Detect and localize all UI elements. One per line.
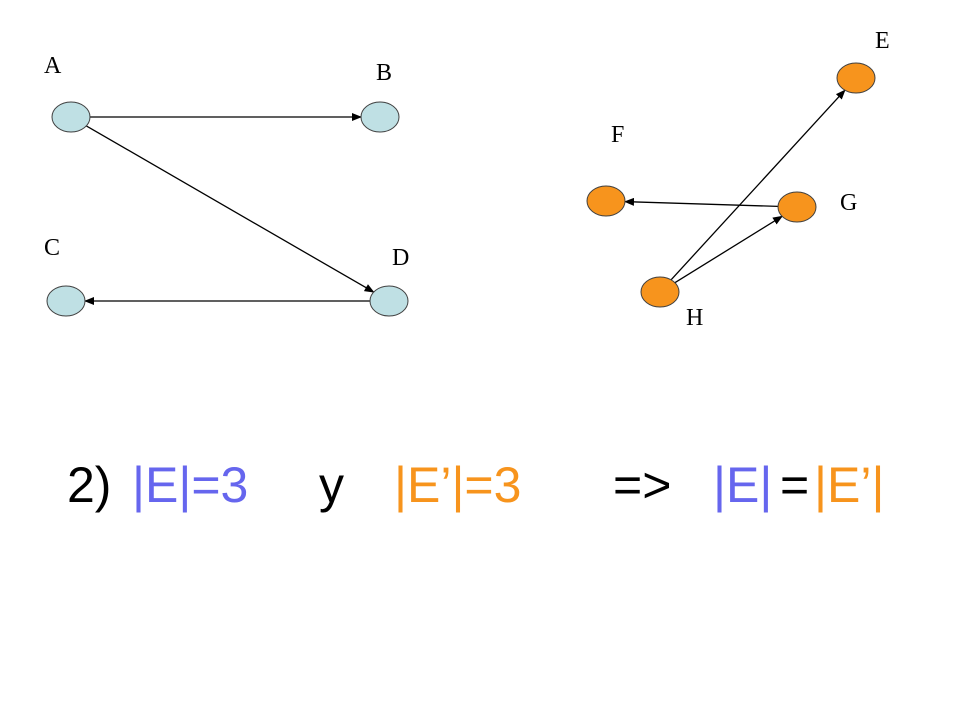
formula-equality-right: |E’| [814,457,885,513]
graph1-node-c [46,285,86,317]
formula-prefix: 2) [67,457,112,513]
graph2-node-f [586,185,626,217]
graph1-label-a: A [44,53,62,79]
graph2-node-g [777,191,817,223]
graph1-label-c: C [44,235,60,261]
formula-left-edge-count: |E|=3 [132,457,249,513]
formula-equality-operator: = [780,457,810,513]
formula: 2) |E|=3 y |E’|=3 => |E| = |E’| [0,445,960,525]
formula-equality-left: |E| [713,457,773,513]
edges-layer [84,89,846,305]
graph1-node-d [369,285,409,317]
graph2-label-h: H [686,305,703,331]
graph1-node-a [51,101,91,133]
graph1-label-b: B [376,60,392,86]
graph2-label-e: E [875,28,890,54]
nodes-layer [46,62,876,317]
graph2-label-f: F [611,122,624,148]
graph2-edge-h-e [670,89,846,281]
formula-implies: => [613,457,672,513]
graph2-edge-h-g [674,215,783,284]
labels-layer: A B C D E F G H [44,28,890,331]
graph1-edge-a-d [85,125,375,293]
graph2-node-e [836,62,876,94]
formula-conjunction: y [319,457,344,513]
graph2-node-h [640,276,680,308]
formula-right-edge-count: |E’|=3 [394,457,522,513]
graph2-edge-g-f [624,197,779,208]
graph1-node-b [360,101,400,133]
graph2-label-g: G [840,190,857,216]
graph1-label-d: D [392,245,409,271]
